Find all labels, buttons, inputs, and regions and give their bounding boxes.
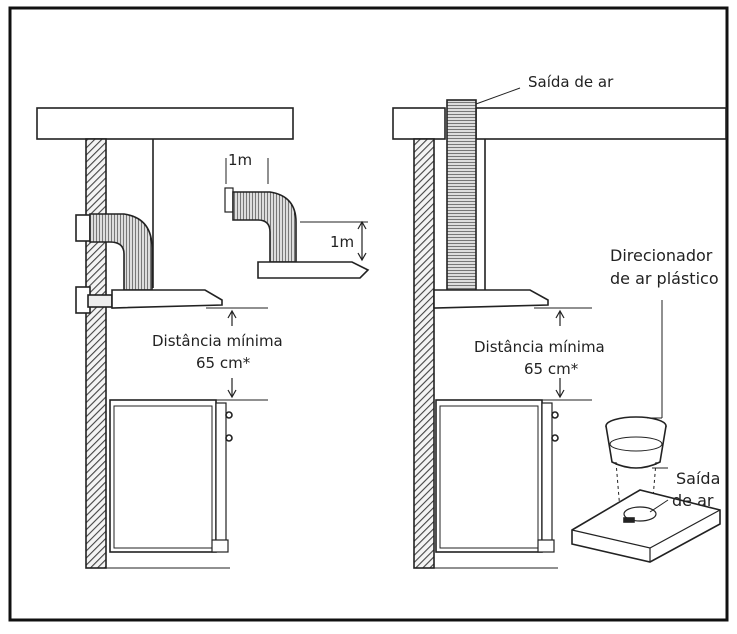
label-plastic-director-line1: Direcionador bbox=[610, 246, 713, 265]
inset-elbow-duct bbox=[232, 191, 297, 263]
left-wall-bracket-top bbox=[75, 214, 91, 242]
outer-frame bbox=[8, 6, 729, 622]
inset-hood bbox=[257, 261, 370, 279]
right-ceiling-slab-left bbox=[392, 107, 446, 140]
left-ceiling-slab bbox=[36, 107, 294, 140]
left-outlet-pipe bbox=[87, 294, 113, 308]
isometric-hood bbox=[571, 489, 721, 563]
label-min-distance-left-value: 65 cm* bbox=[196, 354, 251, 372]
left-scene bbox=[36, 107, 370, 569]
right-vertical-duct bbox=[446, 99, 477, 291]
label-1m-horizontal: 1m bbox=[228, 151, 252, 169]
right-scene bbox=[392, 87, 727, 569]
label-plastic-director-line2: de ar plástico bbox=[610, 269, 719, 288]
label-1m-vertical: 1m bbox=[330, 233, 354, 251]
right-ceiling-slab-right bbox=[475, 107, 727, 140]
label-min-distance-right: Distância mínima bbox=[474, 338, 605, 356]
label-min-distance-right-value: 65 cm* bbox=[524, 360, 579, 378]
plastic-director-body bbox=[605, 425, 667, 469]
label-air-outlet-top: Saída de ar bbox=[528, 73, 614, 91]
right-hood bbox=[433, 289, 549, 309]
left-hood bbox=[111, 289, 223, 309]
label-air-outlet-hood-line2: de ar bbox=[672, 491, 714, 510]
left-wall bbox=[85, 138, 107, 569]
right-wall bbox=[413, 138, 435, 569]
label-air-outlet-hood-line1: Saída bbox=[676, 469, 720, 488]
label-min-distance-left: Distância mínima bbox=[152, 332, 283, 350]
